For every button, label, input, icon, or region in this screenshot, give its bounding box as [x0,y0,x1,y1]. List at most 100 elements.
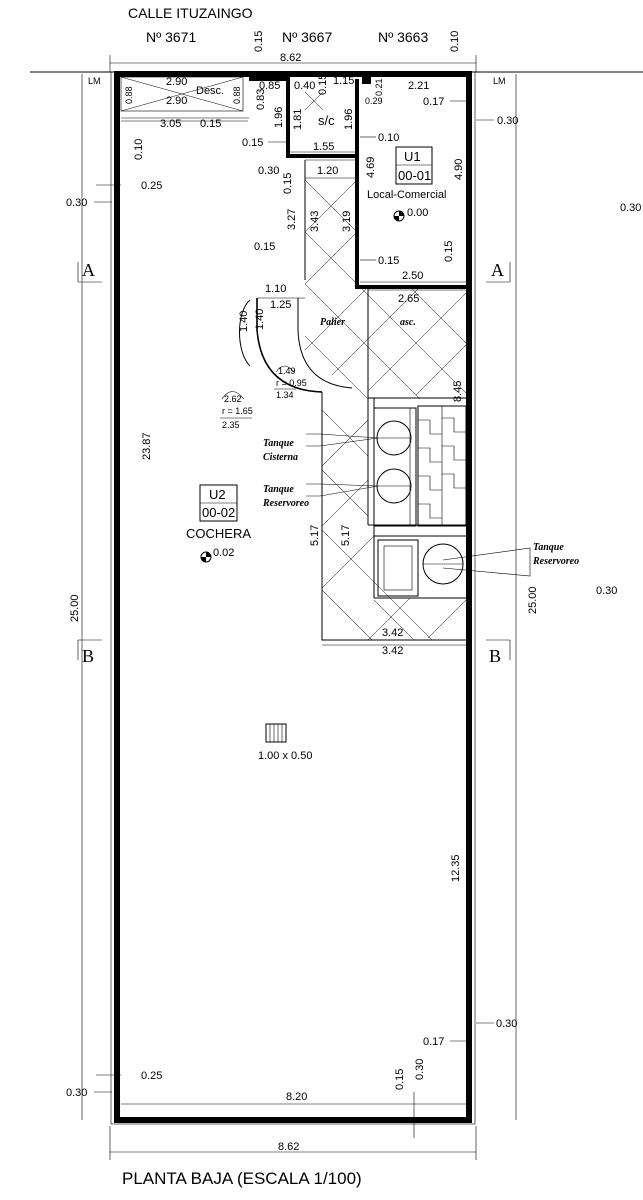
dim-327: 3.27 [286,209,298,230]
dim-015-h: 0.15 [394,1069,406,1090]
lot-number-left: Nº 3671 [146,29,196,45]
dim-025-a: 0.25 [141,180,162,192]
dim-030-a: 0.30 [497,115,518,127]
dim-015-f: 0.15 [378,255,399,267]
lower-cabinet-inner [383,545,413,591]
dim-820: 8.20 [286,1091,307,1103]
dim-181: 1.81 [292,109,304,130]
label-tanque-cisterna-1: Tanque [263,438,294,449]
dim-030-f: 0.30 [414,1059,426,1080]
radius-arc-262 [221,391,245,400]
room-palier: Palier [320,317,345,328]
dim-149: 1.49 [278,366,296,376]
label-tanque-reservoreo-2: Reservoreo [262,498,309,509]
dim-319: 3.19 [341,211,353,232]
u1-unit-box [395,146,433,185]
desc-room [120,76,244,112]
u2-level: 0.02 [213,547,234,559]
dim-030-e: 0.30 [66,1087,87,1099]
dim-305: 3.05 [160,118,181,130]
dim-015-c: 0.15 [242,137,263,149]
dim-125: 1.25 [270,299,291,311]
dim-1235: 12.35 [450,854,462,882]
dim-265: 2.65 [398,293,419,305]
dim-017-b: 0.17 [423,1036,444,1048]
tank-labels-leaders [306,433,379,497]
vent-size: 1.00 x 0.50 [258,750,312,762]
palier-hatch [304,283,467,400]
ramp-curve-outer [239,299,251,367]
lower-hatch [321,409,467,641]
room-desc: Desc. [196,85,224,97]
dim-015-g: 0.15 [443,241,455,262]
dim-040: 0.40 [294,80,315,92]
plan-title: PLANTA BAJA (ESCALA 1/100) [122,1169,362,1188]
dim-r095: r = 0.95 [276,378,307,388]
dim-134: 1.34 [276,390,294,400]
dim-top-010: 0.10 [449,31,461,52]
dim-088-a: 0.88 [124,86,134,104]
svg-text:A: A [82,260,95,280]
dim-021: 0.21 [374,78,384,96]
dim-017-a: 0.17 [423,96,444,108]
u1-wall [355,79,466,289]
street-name: CALLE ITUZAINGO [128,5,253,21]
dim-2500-a: 25.00 [69,594,81,622]
u1-corner-mark [362,76,371,84]
dim-010-a: 0.10 [133,139,145,160]
dim-290-a: 2.90 [166,76,187,88]
dim-262: 2.62 [224,394,242,404]
dim-2387: 23.87 [141,432,153,460]
svg-text:B: B [82,646,94,666]
dim-196-b: 1.96 [343,109,355,130]
dim-029: 0.29 [365,96,383,106]
tank-reservoreo-left [376,468,412,504]
lower-cabinet [377,539,419,597]
tank-reservoreo-right [422,543,464,585]
dim-469: 4.69 [365,157,377,178]
dim-085: 0.85 [259,80,280,92]
label-tanque-reservoreo-1: Tanque [263,484,294,495]
vent-grille [265,723,287,743]
dim-342-a: 3.42 [382,627,403,639]
stair [417,405,467,527]
dim-030-edge-a: 0.30 [620,202,641,214]
dim-2500-b: 25.00 [527,586,539,614]
section-b-marker-right: B [486,639,511,666]
section-a-marker-left: A [77,260,102,283]
dim-083: 0.83 [255,89,267,110]
dim-517-a: 5.17 [309,525,321,546]
u2-code: U2 [209,487,226,502]
dim-088-b: 0.88 [232,86,242,104]
dim-015-e: 0.15 [254,241,275,253]
room-asc: asc. [400,317,416,328]
dim-010-b: 0.10 [378,132,399,144]
label-tanque-cisterna-2: Cisterna [263,452,298,463]
svg-text:B: B [489,646,501,666]
dim-196-a: 1.96 [273,107,285,128]
dim-015-b: 0.15 [200,118,221,130]
u1-code: U1 [404,149,421,164]
dim-110: 1.10 [265,283,286,295]
dim-343: 3.43 [309,211,321,232]
dim-250: 2.50 [402,270,423,282]
dim-030-c: 0.30 [66,197,87,209]
label-tanque-reservoreo-right-2: Reservoreo [532,556,579,567]
corridor-hatch [304,179,358,285]
dim-030-b: 0.30 [258,165,279,177]
dim-845: 8.45 [452,381,464,402]
dim-030-d: 0.30 [496,1018,517,1030]
dim-015-a: 0.15 [317,74,329,95]
dim-235: 2.35 [222,420,240,430]
tank-cisterna [376,420,412,456]
dim-width-top: 8.62 [280,52,301,64]
dim-115: 1.15 [333,75,354,87]
u1-name: Local-Comercial [367,189,446,201]
u2-level-marker [200,551,212,563]
tank-right-leader [442,547,531,577]
dim-top-015-a: 0.15 [253,31,265,52]
section-b-marker-left: B [77,639,102,666]
service-block-outline [321,392,466,641]
dim-015-d: 0.15 [282,173,294,194]
dim-140-b: 1.40 [254,309,266,330]
